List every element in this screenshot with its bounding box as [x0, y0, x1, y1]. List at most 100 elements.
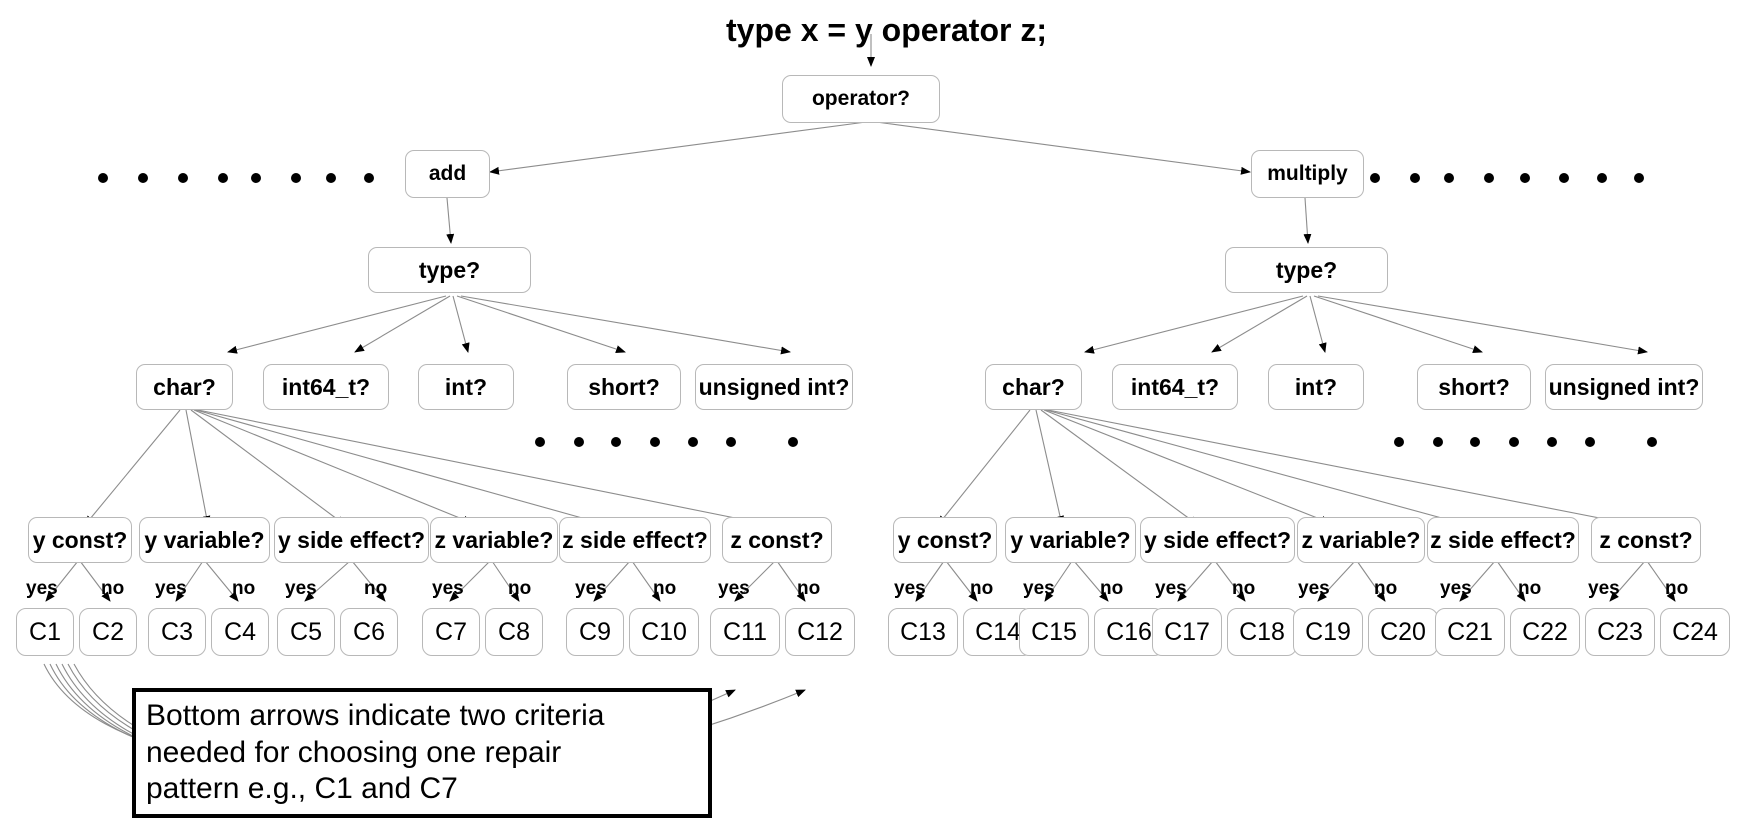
pattern-node-c12[interactable]: C12 [785, 608, 855, 656]
pattern-node-c24[interactable]: C24 [1660, 608, 1730, 656]
edge-label-yes: yes [1155, 578, 1187, 599]
node-type-int64-right[interactable]: int64_t? [1112, 364, 1238, 410]
node-label: short? [1438, 373, 1510, 400]
pattern-node-c18[interactable]: C18 [1227, 608, 1297, 656]
node-type-int64-left[interactable]: int64_t? [263, 364, 389, 410]
pattern-node-c3[interactable]: C3 [148, 608, 206, 656]
ellipsis-dot [364, 173, 374, 183]
node-label: type? [1275, 256, 1338, 283]
criteria-node-z-side-effect-right[interactable]: z side effect? [1427, 517, 1579, 563]
criteria-node-z-const-right[interactable]: z const? [1591, 517, 1701, 563]
ellipsis-dot [98, 173, 108, 183]
edge-label-no: no [101, 578, 125, 599]
criteria-node-z-const-left[interactable]: z const? [722, 517, 832, 563]
node-label: C12 [797, 617, 843, 646]
edge-label-no: no [970, 578, 994, 599]
node-type-char-left[interactable]: char? [136, 364, 233, 410]
ellipsis-dot [1394, 437, 1404, 447]
pattern-node-c19[interactable]: C19 [1293, 608, 1363, 656]
ellipsis-dot [535, 437, 545, 447]
criteria-node-y-const-right[interactable]: y const? [893, 517, 997, 563]
pattern-node-c10[interactable]: C10 [629, 608, 699, 656]
node-label: C11 [722, 617, 767, 646]
node-type-question-left[interactable]: type? [368, 247, 531, 293]
pattern-node-c6[interactable]: C6 [340, 608, 398, 656]
node-label: operator? [811, 87, 910, 110]
node-label: C2 [92, 617, 124, 646]
ellipsis-dot [1433, 437, 1443, 447]
node-label: C8 [498, 617, 530, 646]
ellipsis-dot [1509, 437, 1519, 447]
pattern-node-c20[interactable]: C20 [1368, 608, 1438, 656]
criteria-node-y-side-effect-left[interactable]: y side effect? [274, 517, 429, 563]
node-operator-root[interactable]: operator? [782, 75, 940, 123]
pattern-node-c22[interactable]: C22 [1510, 608, 1580, 656]
pattern-node-c9[interactable]: C9 [566, 608, 624, 656]
node-label: C17 [1164, 617, 1210, 646]
node-operator-add[interactable]: add [405, 150, 490, 198]
pattern-node-c11[interactable]: C11 [710, 608, 780, 656]
node-type-short-right[interactable]: short? [1417, 364, 1531, 410]
pattern-node-c13[interactable]: C13 [888, 608, 958, 656]
edge-label-no: no [1232, 578, 1256, 599]
node-label: C5 [290, 617, 322, 646]
node-label: y const? [32, 526, 128, 553]
node-label: C3 [161, 617, 193, 646]
node-label: z variable? [434, 526, 554, 553]
pattern-node-c2[interactable]: C2 [79, 608, 137, 656]
pattern-node-c21[interactable]: C21 [1435, 608, 1505, 656]
criteria-node-y-variable-right[interactable]: y variable? [1005, 517, 1136, 563]
node-label: short? [588, 373, 660, 400]
node-label: C18 [1239, 617, 1285, 646]
pattern-node-c1[interactable]: C1 [16, 608, 74, 656]
node-type-question-right[interactable]: type? [1225, 247, 1388, 293]
pattern-node-c23[interactable]: C23 [1585, 608, 1655, 656]
criteria-node-z-variable-right[interactable]: z variable? [1297, 517, 1425, 563]
node-label: y side effect? [278, 526, 425, 553]
node-label: y side effect? [1144, 526, 1291, 553]
pattern-node-c5[interactable]: C5 [277, 608, 335, 656]
node-type-int-left[interactable]: int? [418, 364, 514, 410]
node-type-unsigned-right[interactable]: unsigned int? [1545, 364, 1703, 410]
node-type-int-right[interactable]: int? [1268, 364, 1364, 410]
annotation-callout: Bottom arrows indicate two criteria need… [132, 688, 712, 818]
ellipsis-dot [291, 173, 301, 183]
node-operator-multiply[interactable]: multiply [1251, 150, 1364, 198]
edge-label-yes: yes [26, 578, 58, 599]
node-label: z const? [1599, 526, 1693, 553]
node-label: int64_t? [1130, 373, 1220, 400]
edge-label-yes: yes [575, 578, 607, 599]
edge-label-yes: yes [894, 578, 926, 599]
ellipsis-dot [1410, 173, 1420, 183]
edge-label-no: no [1374, 578, 1398, 599]
edge-label-yes: yes [285, 578, 317, 599]
criteria-node-z-variable-left[interactable]: z variable? [430, 517, 558, 563]
pattern-node-c7[interactable]: C7 [422, 608, 480, 656]
ellipsis-dot [138, 173, 148, 183]
ellipsis-dot [1597, 173, 1607, 183]
node-label: C7 [435, 617, 467, 646]
criteria-node-y-variable-left[interactable]: y variable? [139, 517, 270, 563]
node-type-short-left[interactable]: short? [567, 364, 681, 410]
pattern-node-c15[interactable]: C15 [1019, 608, 1089, 656]
pattern-node-c8[interactable]: C8 [485, 608, 543, 656]
edge-label-yes: yes [1440, 578, 1472, 599]
edge-label-yes: yes [718, 578, 750, 599]
edge-label-yes: yes [155, 578, 187, 599]
annotation-line-3: pattern e.g., C1 and C7 [146, 772, 458, 806]
criteria-node-z-side-effect-left[interactable]: z side effect? [559, 517, 711, 563]
node-type-char-right[interactable]: char? [985, 364, 1082, 410]
node-label: C16 [1106, 617, 1152, 646]
criteria-node-y-side-effect-right[interactable]: y side effect? [1140, 517, 1295, 563]
node-label: C19 [1305, 617, 1351, 646]
criteria-node-y-const-left[interactable]: y const? [28, 517, 132, 563]
edge-label-no: no [508, 578, 532, 599]
ellipsis-dot [1585, 437, 1595, 447]
node-type-unsigned-left[interactable]: unsigned int? [695, 364, 853, 410]
pattern-node-c17[interactable]: C17 [1152, 608, 1222, 656]
ellipsis-dot [688, 437, 698, 447]
pattern-node-c4[interactable]: C4 [211, 608, 269, 656]
edge-label-yes: yes [1023, 578, 1055, 599]
node-label: C24 [1672, 617, 1718, 646]
